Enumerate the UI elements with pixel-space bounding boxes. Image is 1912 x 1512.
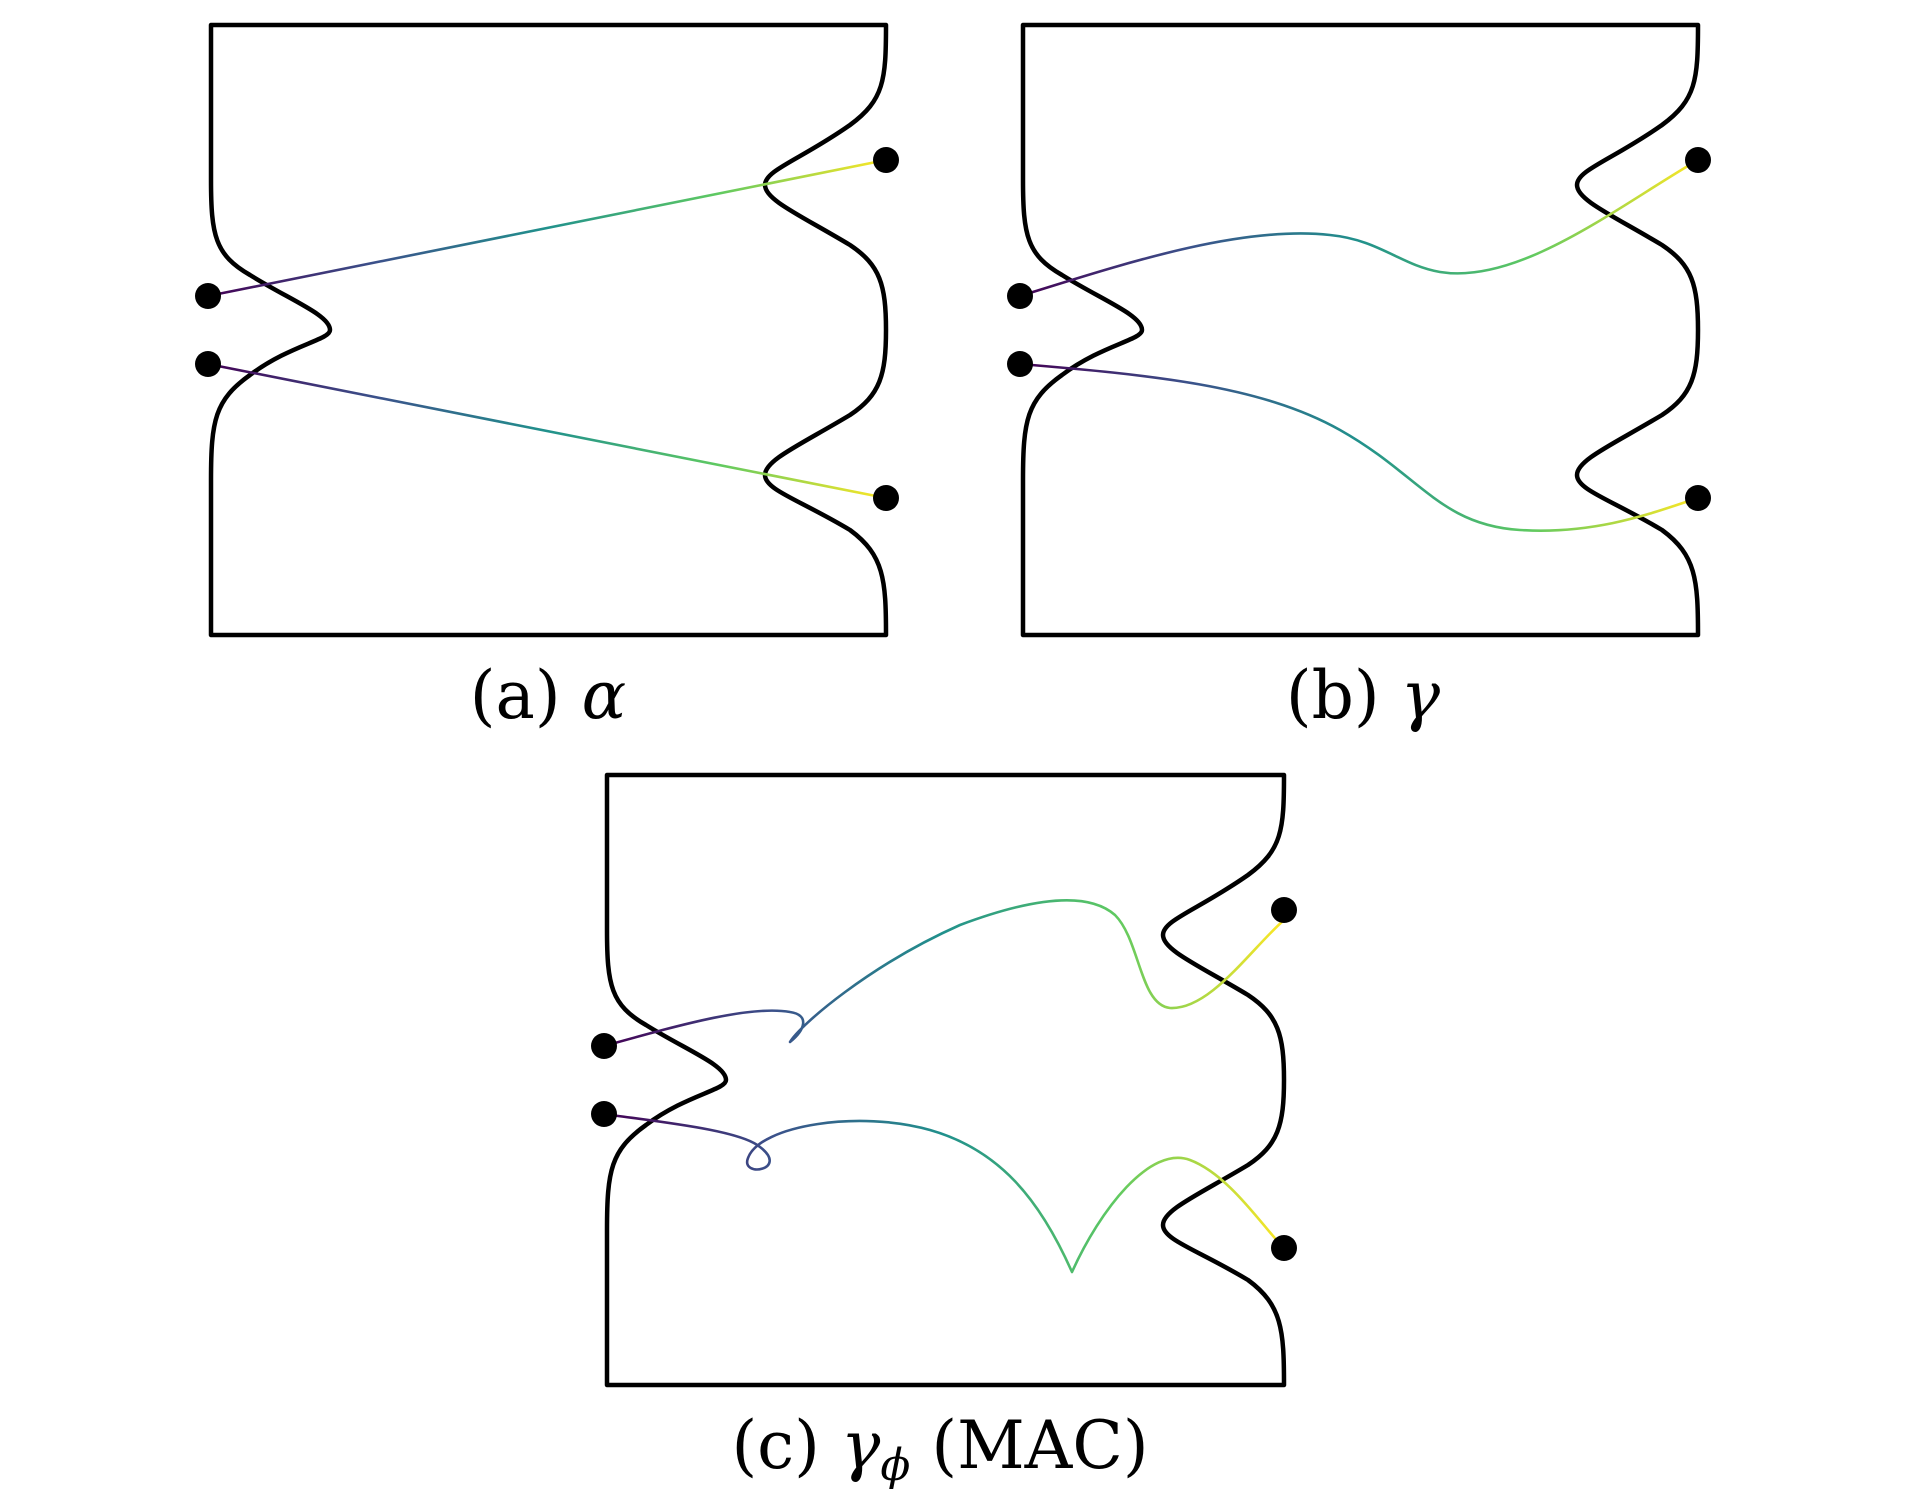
panel-a-boundary [208, 22, 889, 638]
panel-b-caption: (b) γ [1286, 657, 1441, 734]
panel-a: (a) α [195, 22, 899, 734]
panel-b-goal-point-lower [1685, 485, 1711, 511]
panel-a-goal-point-upper [873, 147, 899, 173]
panel-c-goal-point-lower [1271, 1235, 1297, 1261]
panel-a-trajectory-upper [206, 158, 888, 298]
panel-c-caption: (c) γϕ (MAC) [731, 1407, 1148, 1491]
panel-a-trajectory-lower [206, 362, 888, 500]
panel-b-goal-point-upper [1685, 147, 1711, 173]
panel-b-boundary [1020, 22, 1701, 638]
panel-a-start-point-lower [195, 351, 221, 377]
panel-b-start-point-upper [1007, 283, 1033, 309]
panel-c-start-point-upper [591, 1033, 617, 1059]
panel-b-trajectory-lower [1018, 362, 1700, 532]
panel-c-start-point-lower [591, 1101, 617, 1127]
panel-c-boundary [604, 772, 1287, 1388]
panel-b: (b) γ [1007, 22, 1711, 734]
panel-b-trajectory-upper [1018, 158, 1700, 298]
panel-a-start-point-upper [195, 283, 221, 309]
panel-c-trajectory-upper [602, 898, 1286, 1048]
panel-c-goal-point-upper [1271, 897, 1297, 923]
panel-b-start-point-lower [1007, 351, 1033, 377]
panel-a-goal-point-lower [873, 485, 899, 511]
panel-a-caption: (a) α [470, 657, 626, 734]
panel-c: (c) γϕ (MAC) [591, 772, 1297, 1491]
panel-c-trajectory-lower [602, 1112, 1286, 1274]
